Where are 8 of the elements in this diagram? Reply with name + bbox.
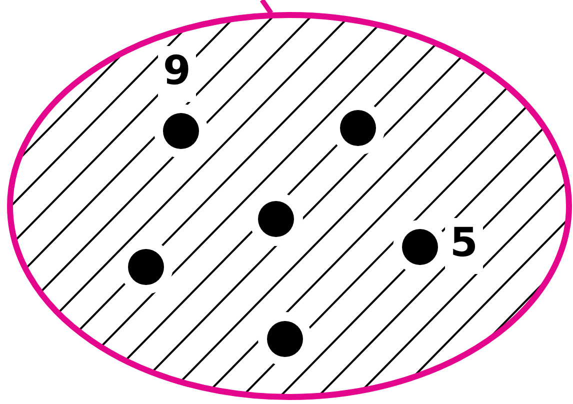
dot	[402, 229, 438, 265]
point-label: 5	[450, 223, 478, 263]
dot	[340, 110, 376, 146]
dot	[258, 201, 294, 237]
dot	[163, 113, 199, 149]
point-label: 9	[163, 51, 191, 91]
dot	[267, 321, 303, 357]
dot	[128, 249, 164, 285]
